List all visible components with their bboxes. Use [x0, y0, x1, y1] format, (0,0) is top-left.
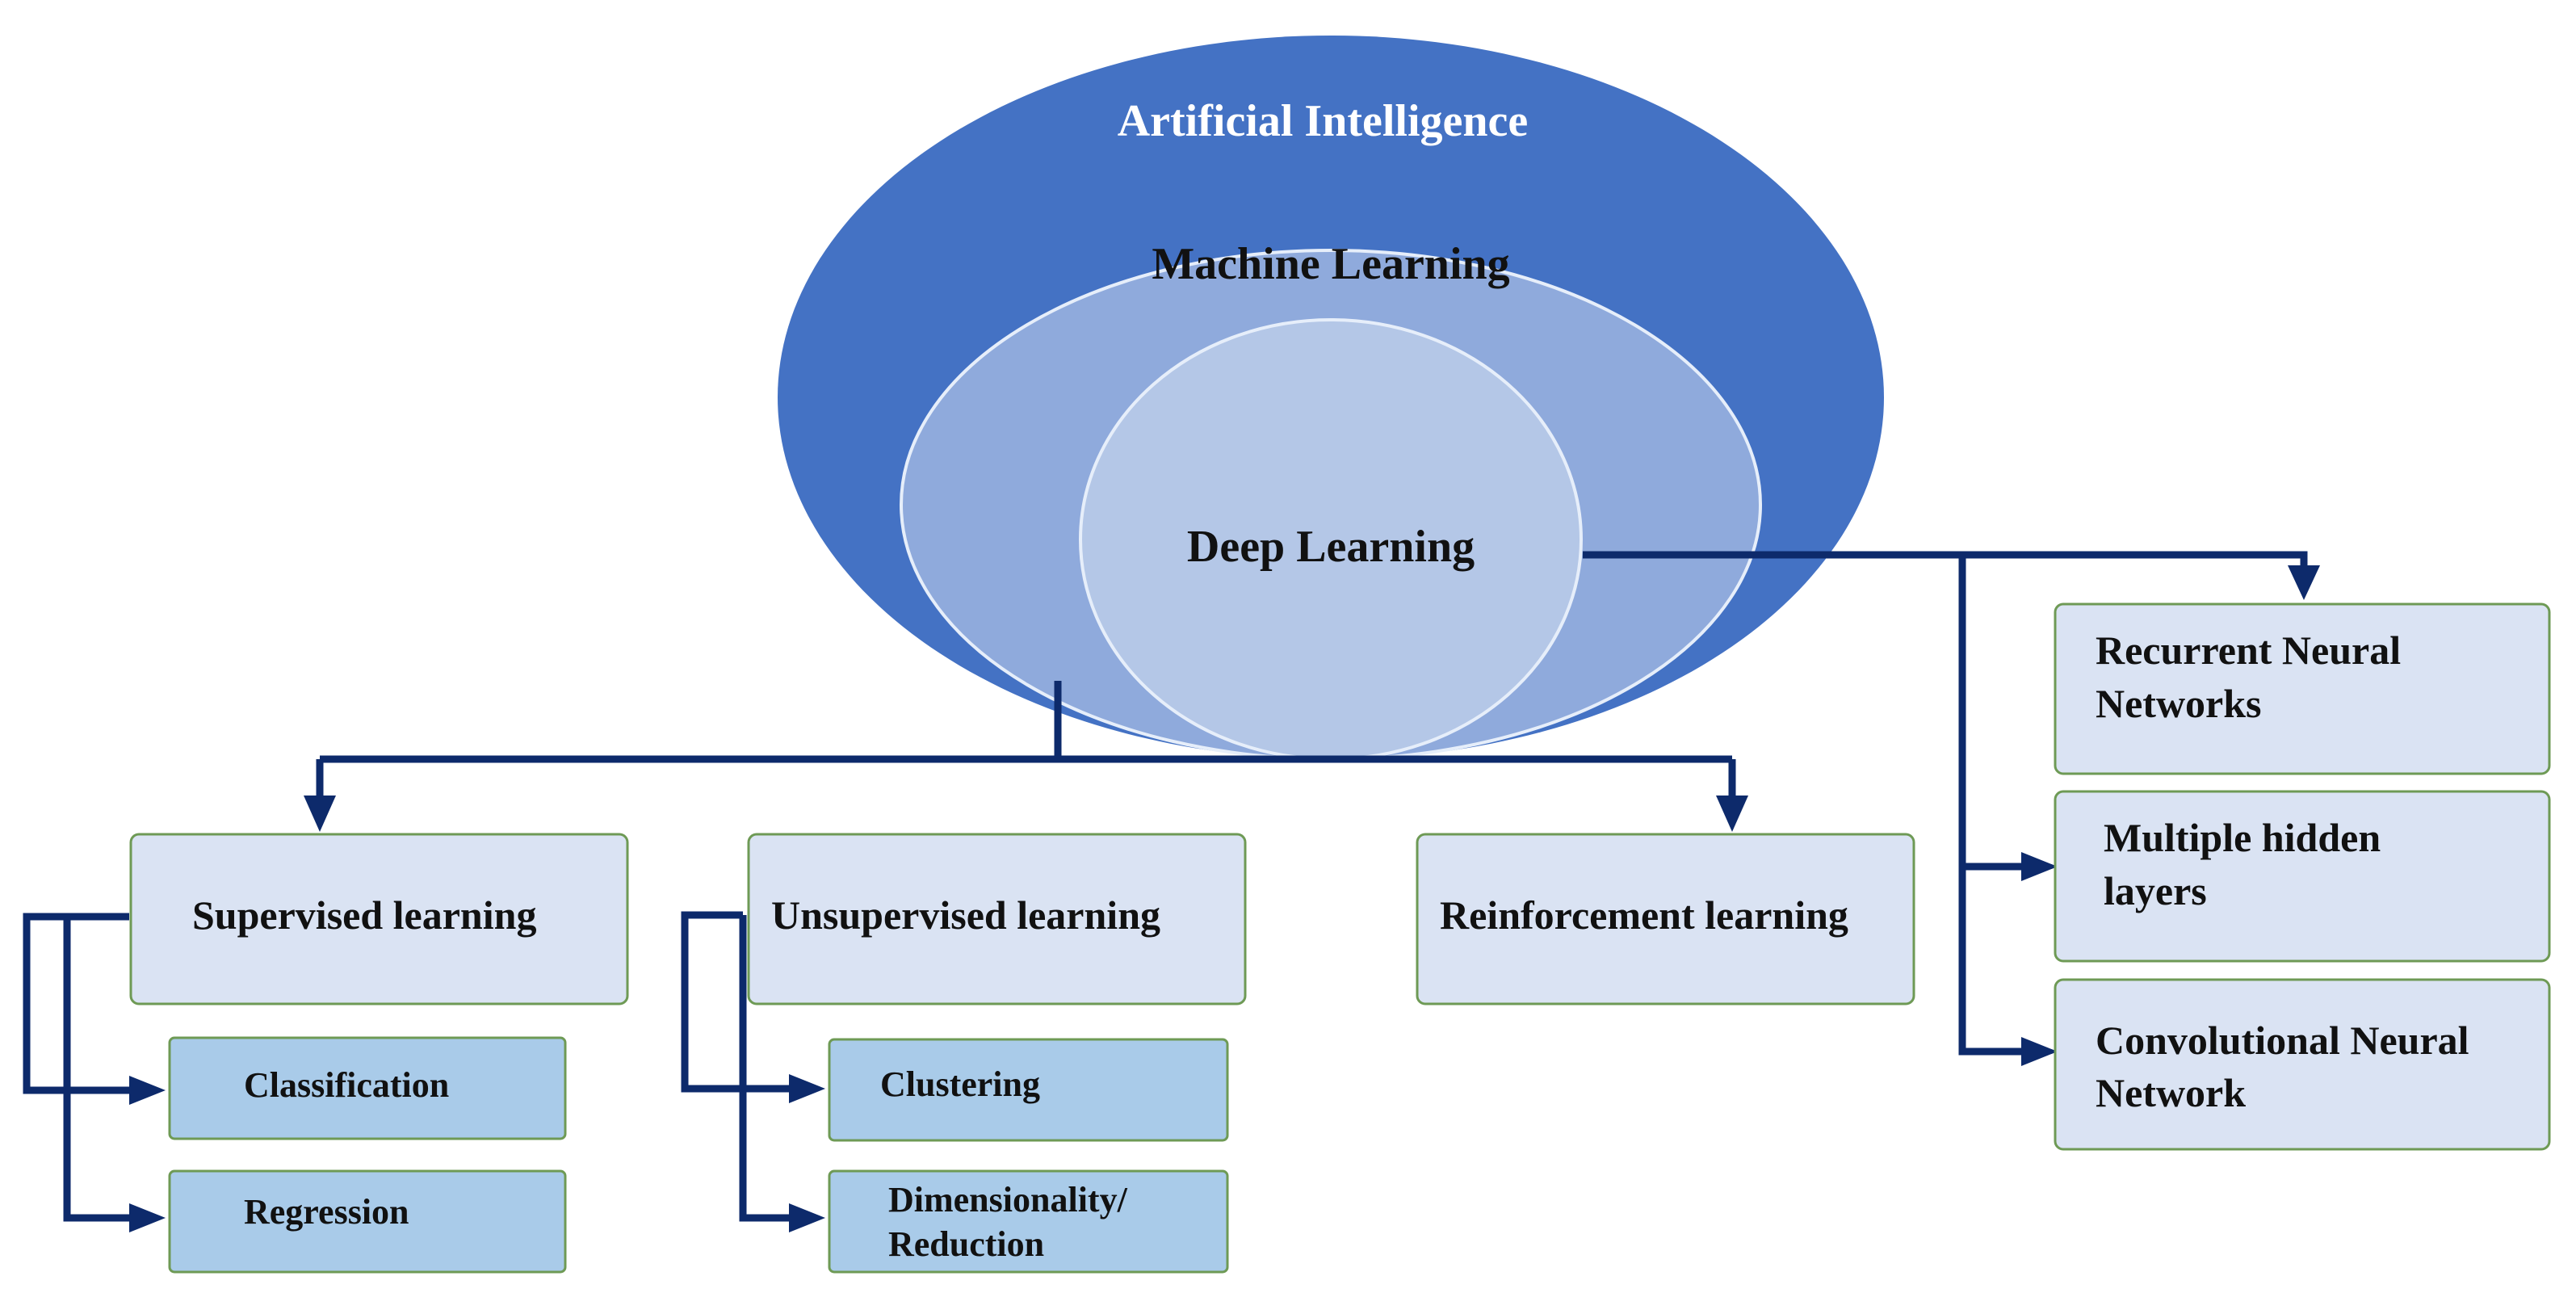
dimensionality-reduction-box: Dimensionality/ Reduction [828, 1169, 1229, 1274]
reduction-label: Reduction [888, 1224, 1044, 1264]
unsupervised-learning-box: Unsupervised learning [747, 833, 1247, 1005]
clustering-label: Clustering [880, 1064, 1040, 1104]
ml-label: Machine Learning [1152, 239, 1509, 289]
regression-label: Regression [244, 1192, 409, 1232]
cnn-label-line2: Network [2096, 1070, 2246, 1115]
concentric-rings [778, 36, 1884, 761]
convolutional-neural-network-box: Convolutional Neural Network [2054, 978, 2551, 1151]
dimensionality-label: Dimensionality/ [888, 1180, 1128, 1220]
rnn-label-line2: Networks [2096, 681, 2262, 726]
deep-learning-connectors [1583, 551, 2320, 1066]
hidden-layers-label-line1: Multiple hidden [2104, 815, 2381, 860]
reinforcement-learning-box: Reinforcement learning [1416, 833, 1915, 1005]
multiple-hidden-layers-box: Multiple hidden layers [2054, 790, 2551, 963]
supervised-learning-label: Supervised learning [192, 892, 536, 938]
recurrent-neural-networks-box: Recurrent Neural Networks [2054, 602, 2551, 775]
learning-type-connectors [23, 681, 1748, 1232]
reinforcement-learning-label: Reinforcement learning [1440, 892, 1848, 938]
hidden-layers-label-line2: layers [2104, 868, 2207, 913]
classification-box: Classification [168, 1036, 567, 1140]
ai-label: Artificial Intelligence [1118, 96, 1529, 146]
rnn-label-line1: Recurrent Neural [2096, 628, 2401, 673]
supervised-learning-box: Supervised learning [129, 833, 629, 1005]
unsupervised-learning-label: Unsupervised learning [771, 892, 1160, 938]
regression-box: Regression [168, 1169, 567, 1274]
classification-label: Classification [244, 1065, 449, 1105]
cnn-label-line1: Convolutional Neural [2096, 1018, 2469, 1063]
dl-label: Deep Learning [1187, 522, 1475, 572]
clustering-box: Clustering [828, 1038, 1229, 1142]
